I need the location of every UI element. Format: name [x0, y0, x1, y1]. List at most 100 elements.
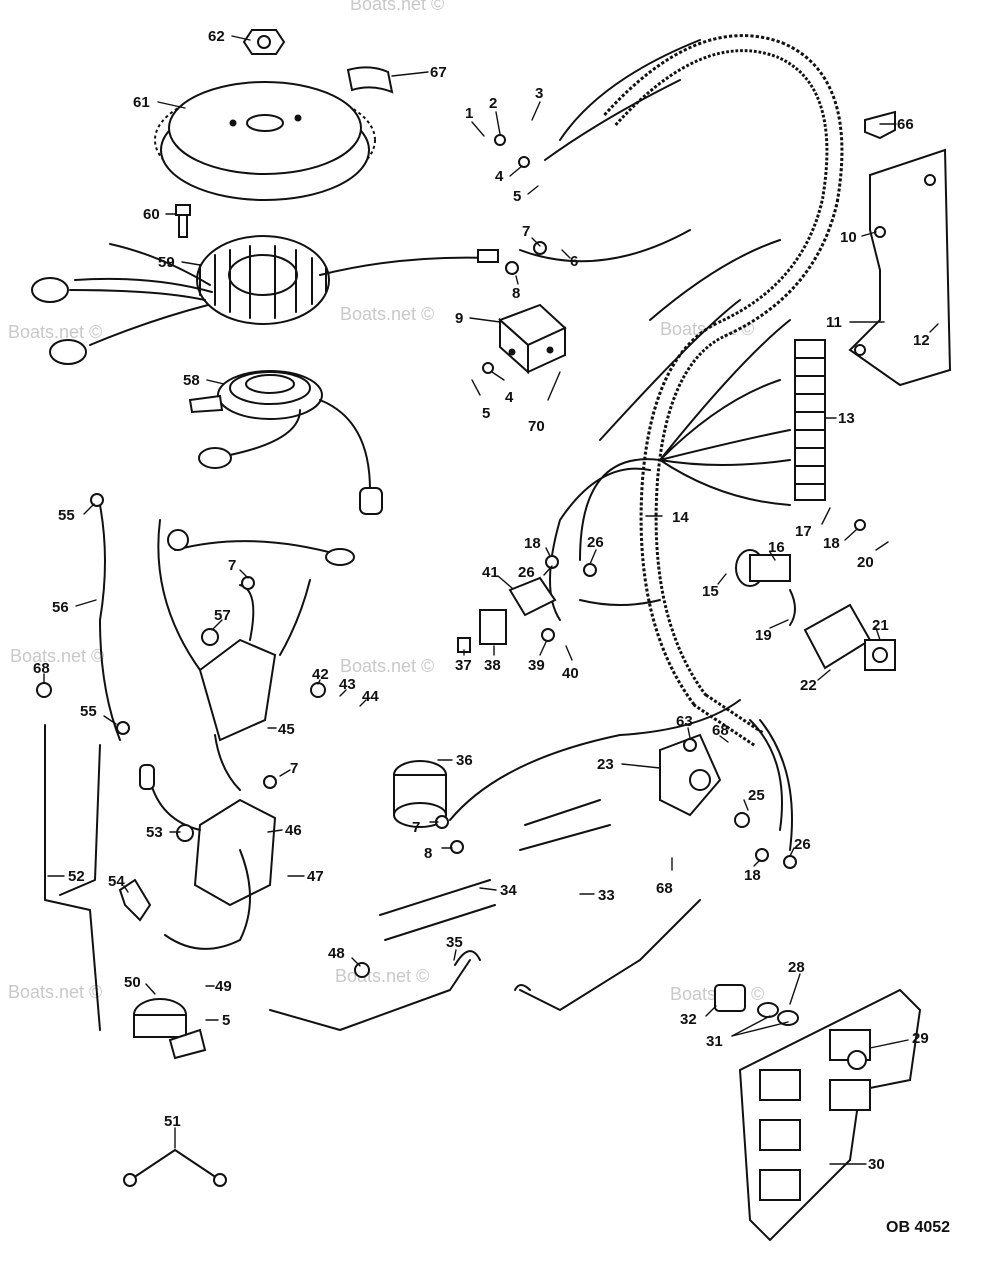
- regulator: [457, 576, 557, 653]
- wire-52: [44, 724, 101, 1031]
- callout-43: 43: [339, 676, 356, 697]
- svg-text:17: 17: [795, 523, 812, 540]
- svg-text:50: 50: [124, 974, 141, 991]
- svg-text:5: 5: [482, 405, 490, 422]
- svg-text:31: 31: [706, 1033, 723, 1050]
- callout-15: 15: [702, 573, 727, 600]
- callout-35: 35: [446, 934, 463, 961]
- callout-7b: 7: [228, 557, 249, 579]
- svg-text:7: 7: [522, 223, 530, 240]
- svg-text:29: 29: [912, 1030, 929, 1047]
- drawing-code: OB 4052: [886, 1219, 950, 1236]
- temperature-switch: [133, 998, 207, 1060]
- flywheel: [154, 81, 376, 201]
- svg-text:51: 51: [164, 1113, 181, 1130]
- callout-38: 38: [484, 645, 501, 674]
- callout-36: 36: [437, 752, 473, 769]
- power-pack: [157, 519, 355, 791]
- callout-59: 59: [158, 254, 201, 271]
- callout-33: 33: [579, 887, 615, 904]
- svg-text:58: 58: [183, 372, 200, 389]
- callout-18c: 18: [744, 859, 761, 884]
- switch-gasket: [803, 603, 896, 671]
- svg-text:18: 18: [823, 535, 840, 552]
- callout-62: 62: [208, 28, 251, 45]
- callout-28: 28: [788, 959, 805, 1005]
- svg-text:13: 13: [838, 410, 855, 427]
- callout-55a: 55: [58, 503, 95, 524]
- callout-9: 9: [455, 310, 501, 327]
- callout-26a: 26: [587, 534, 604, 565]
- callout-34: 34: [479, 882, 517, 899]
- callout-16: 16: [768, 539, 785, 561]
- svg-text:52: 52: [68, 868, 85, 885]
- watermark-7: Boats.net ©: [335, 966, 429, 986]
- svg-text:26: 26: [587, 534, 604, 551]
- svg-text:18: 18: [744, 867, 761, 884]
- svg-text:53: 53: [146, 824, 163, 841]
- harness-bracket: [848, 148, 952, 387]
- svg-text:9: 9: [455, 310, 463, 327]
- svg-text:55: 55: [80, 703, 97, 720]
- callout-56: 56: [52, 599, 97, 616]
- callout-68a: 68: [33, 660, 50, 683]
- svg-text:54: 54: [108, 873, 125, 890]
- watermark-1: Boats.net ©: [8, 322, 102, 342]
- svg-text:12: 12: [913, 332, 930, 349]
- svg-text:60: 60: [143, 206, 160, 223]
- svg-text:26: 26: [794, 836, 811, 853]
- callout-22: 22: [800, 669, 831, 694]
- callout-58: 58: [183, 372, 225, 389]
- flywheel-key: [346, 66, 394, 94]
- callout-66: 66: [879, 116, 914, 133]
- callout-49: 49: [205, 978, 232, 995]
- callout-31: 31: [706, 1015, 789, 1050]
- svg-text:19: 19: [755, 627, 772, 644]
- mount-isolator: [714, 984, 799, 1026]
- callout-70: 70: [528, 371, 561, 435]
- svg-text:45: 45: [278, 721, 295, 738]
- svg-text:49: 49: [215, 978, 232, 995]
- watermark-6: Boats.net ©: [8, 982, 102, 1002]
- svg-text:55: 55: [58, 507, 75, 524]
- callout-13: 13: [825, 410, 855, 427]
- callout-8a: 8: [512, 275, 520, 302]
- svg-text:42: 42: [312, 666, 329, 683]
- svg-text:8: 8: [424, 845, 432, 862]
- callout-11: 11: [826, 314, 885, 331]
- svg-text:68: 68: [656, 880, 673, 897]
- svg-text:68: 68: [712, 722, 729, 739]
- svg-text:68: 68: [33, 660, 50, 677]
- svg-text:48: 48: [328, 945, 345, 962]
- callout-25: 25: [743, 787, 765, 811]
- callout-68b: 68: [712, 722, 729, 743]
- fasteners: [36, 134, 867, 1070]
- callout-57: 57: [211, 607, 231, 631]
- svg-text:4: 4: [505, 389, 514, 406]
- ground-strap: [129, 1149, 221, 1181]
- svg-text:2: 2: [489, 95, 497, 112]
- engine-harness: [269, 899, 701, 1031]
- callout-42: 42: [312, 666, 329, 685]
- callout-44: 44: [359, 688, 379, 707]
- svg-text:5: 5: [222, 1012, 230, 1029]
- svg-text:18: 18: [524, 535, 541, 552]
- stator: [31, 235, 499, 365]
- callout-7a: 7: [522, 223, 541, 247]
- svg-text:57: 57: [214, 607, 231, 624]
- mounting-plate: [738, 988, 922, 1242]
- svg-text:66: 66: [897, 116, 914, 133]
- callout-18a: 18: [823, 529, 857, 552]
- callout-68c: 68: [656, 857, 673, 897]
- svg-text:37: 37: [455, 657, 472, 674]
- svg-text:41: 41: [482, 564, 499, 581]
- callout-50: 50: [124, 974, 156, 995]
- svg-text:63: 63: [676, 713, 693, 730]
- svg-text:8: 8: [512, 285, 520, 302]
- svg-text:22: 22: [800, 677, 817, 694]
- callout-53: 53: [146, 824, 181, 841]
- callout-52: 52: [47, 868, 85, 885]
- choke-solenoid: [393, 760, 447, 828]
- svg-text:5: 5: [513, 188, 521, 205]
- callout-14: 14: [645, 509, 689, 526]
